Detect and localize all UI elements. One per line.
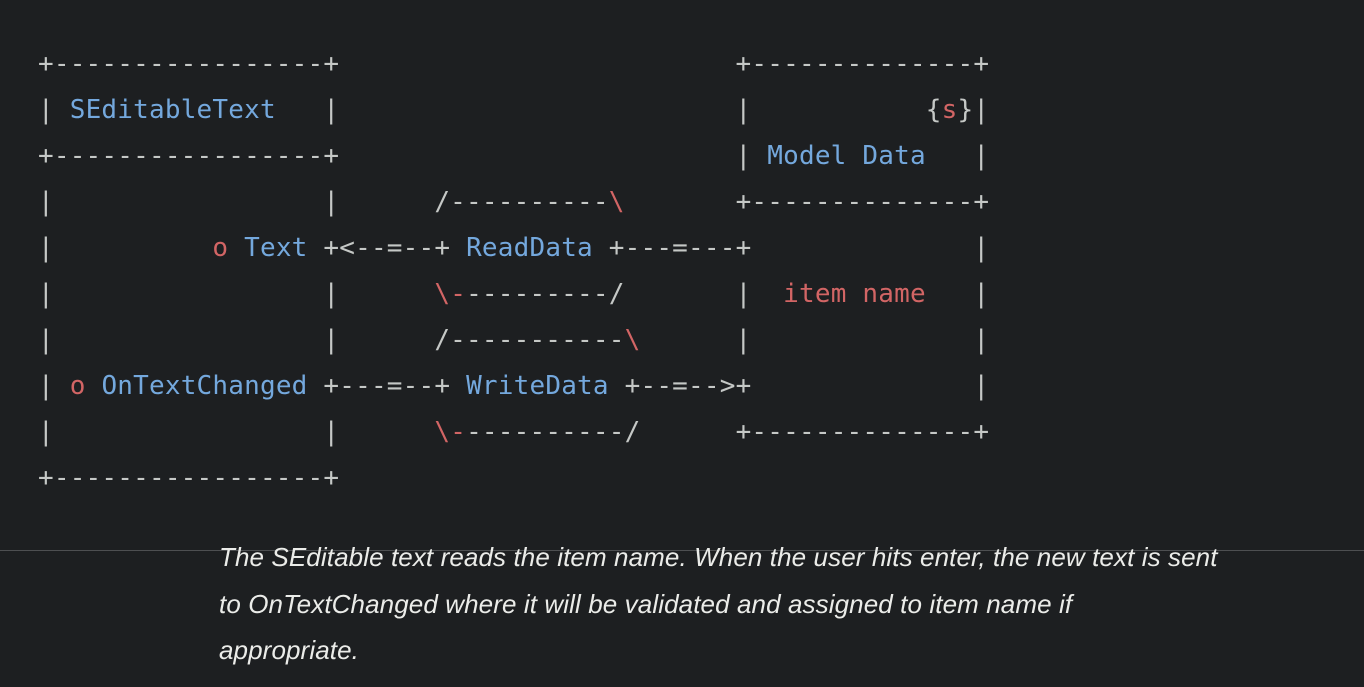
caption-paragraph: The SEditable text reads the item name. … [219, 534, 1299, 674]
horizontal-divider [0, 550, 1364, 551]
caption-line-2: to OnTextChanged where it will be valida… [219, 588, 1073, 619]
ascii-architecture-diagram: +-----------------+ +--------------+ | S… [38, 49, 990, 493]
caption-line-3: appropriate. [219, 635, 359, 665]
caption-line-1: The SEditable text reads the item name. … [219, 542, 1218, 572]
